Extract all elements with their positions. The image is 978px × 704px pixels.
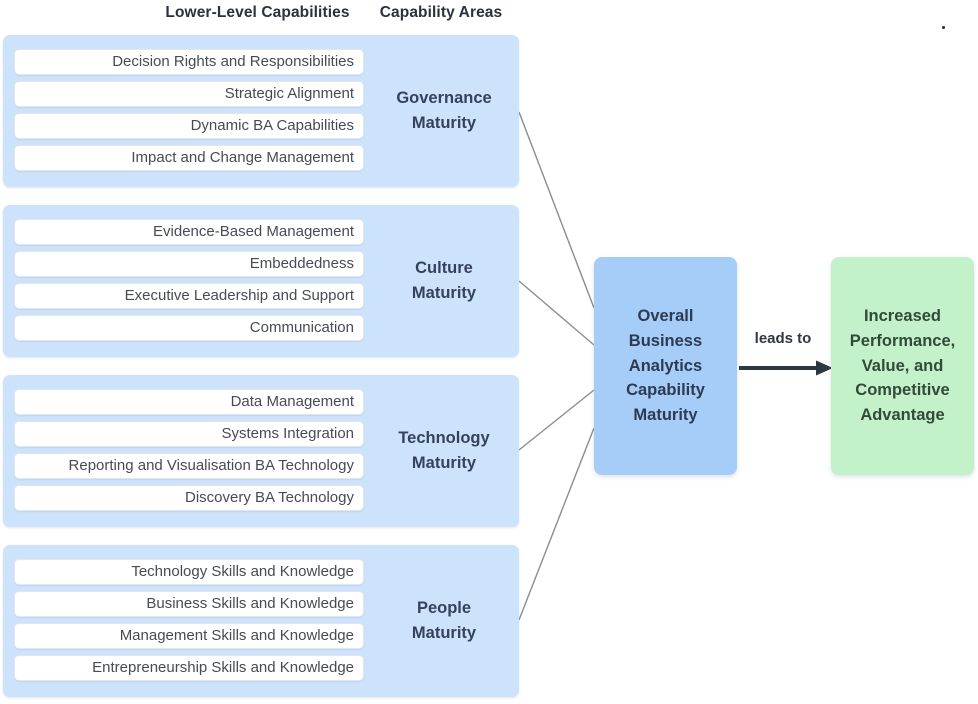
capability-pill: Dynamic BA Capabilities — [14, 113, 364, 139]
capability-group-technology: Data Management Systems Integration Repo… — [3, 375, 519, 527]
pill-list: Technology Skills and Knowledge Business… — [14, 559, 364, 681]
capability-pill: Technology Skills and Knowledge — [14, 559, 364, 585]
capability-pill: Communication — [14, 315, 364, 341]
capability-area-label-governance: Governance Maturity — [396, 89, 492, 132]
column-header-capability-areas: Capability Areas — [379, 4, 503, 21]
capability-group-culture: Evidence-Based Management Embeddedness E… — [3, 205, 519, 357]
capability-group-people: Technology Skills and Knowledge Business… — [3, 545, 519, 697]
connector-culture — [518, 280, 595, 346]
connector-people — [518, 427, 595, 621]
capability-pill: Discovery BA Technology — [14, 485, 364, 511]
pill-list: Decision Rights and Responsibilities Str… — [14, 49, 364, 171]
capability-pill: Management Skills and Knowledge — [14, 623, 364, 649]
connector-governance — [518, 111, 595, 309]
capability-area-label-people: People Maturity — [411, 599, 477, 642]
capability-pill: Embeddedness — [14, 251, 364, 277]
leads-to-label: leads to — [754, 330, 812, 347]
pill-list: Evidence-Based Management Embeddedness E… — [14, 219, 364, 341]
capability-pill: Reporting and Visualisation BA Technolog… — [14, 453, 364, 479]
column-header-lower-level-capabilities: Lower-Level Capabilities — [165, 4, 350, 21]
stray-dot-artifact — [942, 26, 945, 29]
capability-group-governance: Decision Rights and Responsibilities Str… — [3, 35, 519, 187]
increased-performance-outcome-box: Increased Performance, Value, and Compet… — [831, 257, 974, 475]
capability-pill: Impact and Change Management — [14, 145, 364, 171]
capability-area-label-culture: Culture Maturity — [411, 259, 477, 302]
pill-list: Data Management Systems Integration Repo… — [14, 389, 364, 511]
connector-technology — [518, 389, 595, 451]
capability-pill: Business Skills and Knowledge — [14, 591, 364, 617]
capability-pill: Strategic Alignment — [14, 81, 364, 107]
capability-pill: Executive Leadership and Support — [14, 283, 364, 309]
capability-pill: Evidence-Based Management — [14, 219, 364, 245]
capability-pill: Data Management — [14, 389, 364, 415]
capability-pill: Decision Rights and Responsibilities — [14, 49, 364, 75]
capability-pill: Entrepreneurship Skills and Knowledge — [14, 655, 364, 681]
overall-ba-capability-maturity-box: Overall Business Analytics Capability Ma… — [594, 257, 737, 475]
capability-area-label-technology: Technology Maturity — [398, 429, 490, 472]
capability-pill: Systems Integration — [14, 421, 364, 447]
